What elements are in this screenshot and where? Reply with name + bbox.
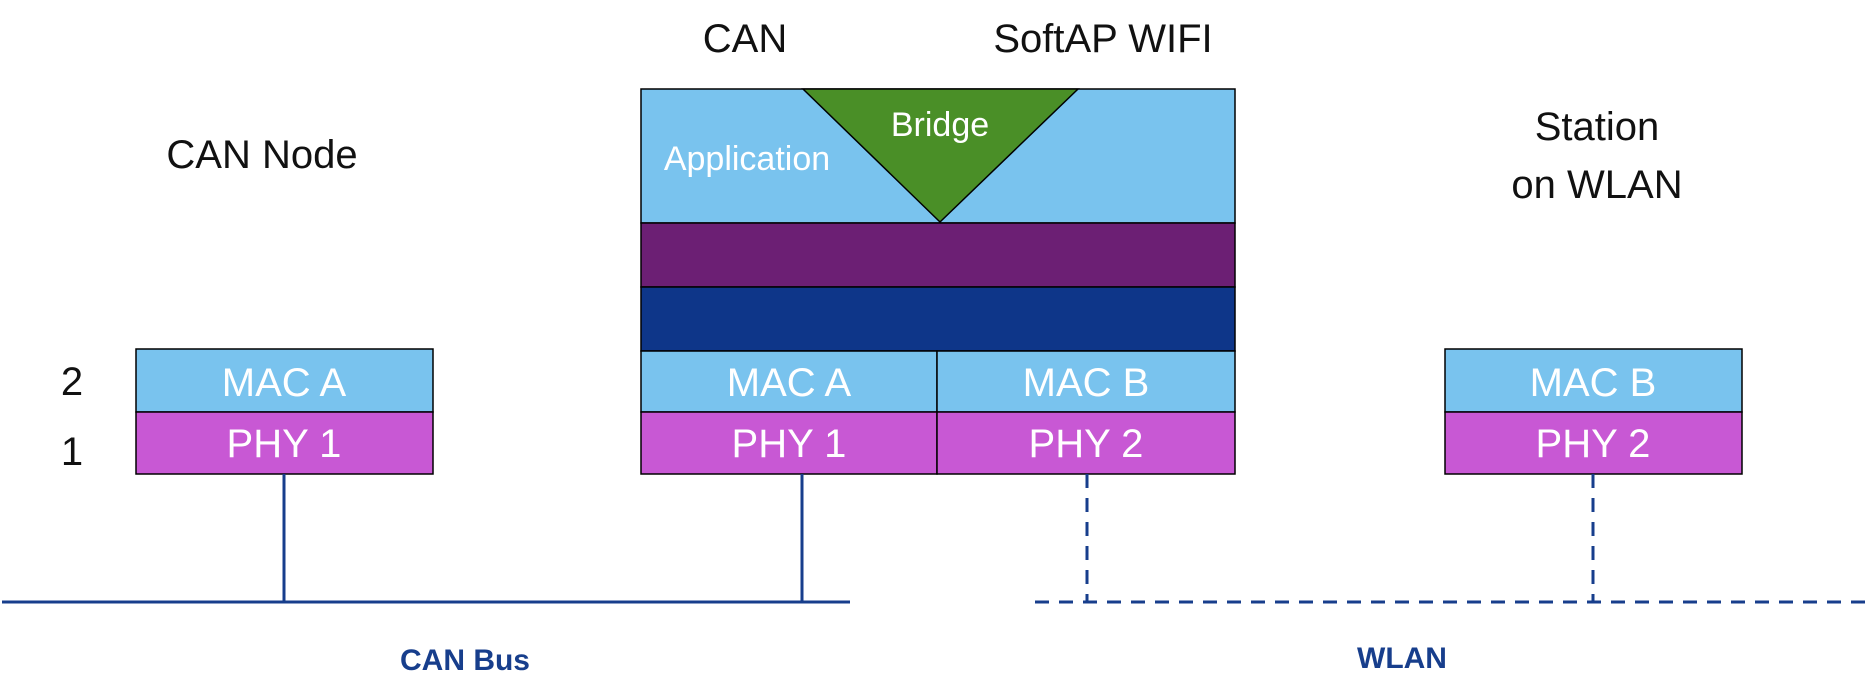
can-bus-label: CAN Bus <box>400 644 530 677</box>
bridge-triangle <box>801 88 1080 224</box>
station-stack: MAC B PHY 2 <box>1444 348 1743 475</box>
bridge-phy-1-label: PHY 1 <box>732 422 847 466</box>
bridge-mac-a-label: MAC A <box>727 361 852 405</box>
bridge-softap-title: SoftAP WIFI <box>993 17 1212 61</box>
can-node-stack: MAC A PHY 1 <box>135 348 434 475</box>
bridge-label: Bridge <box>891 106 989 144</box>
wlan-lines <box>1035 474 1866 604</box>
can-node-mac-label: MAC A <box>222 361 347 405</box>
bridge-can-title: CAN <box>703 17 787 61</box>
wlan-label: WLAN <box>1357 642 1447 675</box>
station-mac-label: MAC B <box>1530 361 1657 405</box>
can-node-title: CAN Node <box>166 133 357 177</box>
layer-1-label: 1 <box>61 430 83 474</box>
can-node-phy-label: PHY 1 <box>227 422 342 466</box>
layer-2-label: 2 <box>61 360 83 404</box>
bridge-phy-2-box <box>936 411 1236 475</box>
can-node-phy-box <box>135 411 434 475</box>
station-title-line2: on WLAN <box>1511 163 1682 207</box>
application-label: Application <box>664 140 830 178</box>
station-phy-label: PHY 2 <box>1536 422 1651 466</box>
bridge-mac-b-box <box>936 350 1236 413</box>
bridge-mac-b-label: MAC B <box>1023 361 1150 405</box>
bridge-device-stack: Application Bridge MAC A MAC B PHY 1 PHY… <box>640 88 1236 475</box>
purple-layer <box>640 222 1236 288</box>
station-title-line1: Station <box>1535 105 1660 149</box>
can-bus-lines <box>2 474 850 604</box>
bridge-phy-2-label: PHY 2 <box>1029 422 1144 466</box>
bridge-phy-1-box <box>640 411 938 475</box>
bridge-mac-a-box <box>640 350 938 413</box>
navy-layer <box>640 286 1236 352</box>
can-node-mac-box <box>135 348 434 413</box>
